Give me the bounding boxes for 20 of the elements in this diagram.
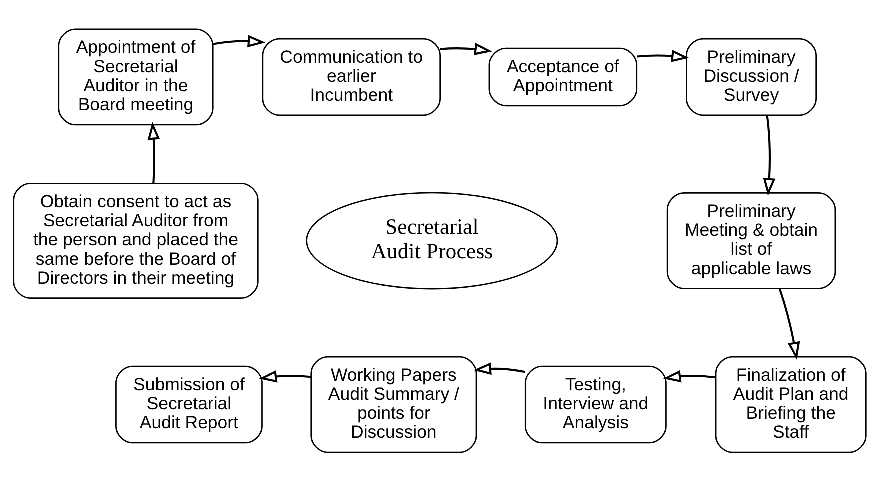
arrow: [259, 370, 312, 382]
node-box: Finalization of Audit Plan and Briefing the Staff: [715, 356, 867, 453]
node-box: Appointment of Secretarial Auditor in the Board meeting: [58, 28, 214, 126]
arrow: [440, 42, 492, 55]
node-box: Communication to earlier Incumbent: [262, 38, 442, 116]
arrow: [663, 370, 716, 382]
arrow: [637, 50, 690, 62]
arrow: [778, 288, 800, 360]
arrow: [148, 122, 160, 184]
node-box: Preliminary Meeting & obtain list of applicable laws: [666, 192, 836, 289]
node-ellipse: Secretarial Audit Process: [306, 192, 558, 290]
node-box: Acceptance of Appointment: [488, 47, 638, 106]
node-box: Preliminary Discussion / Survey: [686, 38, 818, 116]
node-box: Submission of Secretarial Audit Report: [116, 365, 263, 444]
node-box: Testing, Interview and Analysis: [524, 365, 667, 444]
node-box: Obtain consent to act as Secretarial Auditor from the person and placed the same before the Board of Directors in their meeting: [13, 182, 259, 298]
arrow: [474, 362, 526, 375]
arrow: [763, 114, 776, 196]
arrow: [213, 34, 266, 48]
node-box: Working Papers Audit Summary / points for Discussion: [310, 356, 478, 453]
